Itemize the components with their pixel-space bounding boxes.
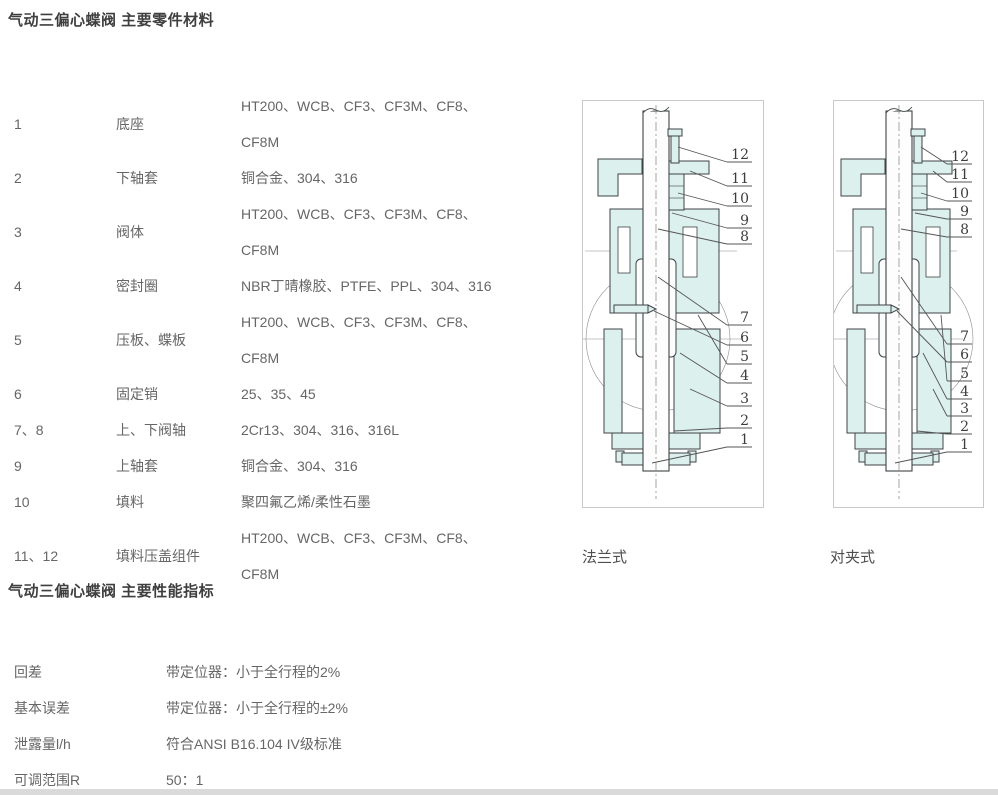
diagram-caption-flange: 法兰式 [582,549,628,566]
valve-cross-section: 12 11 10 98 7 6 5 4 3 2 1 [583,105,752,499]
bottom-divider [0,789,998,795]
part-callout-number: 6 [740,330,749,346]
part-name: 固定销 [116,386,158,402]
part-callout-number: 6 [960,347,969,363]
part-callout-number: 12 [731,147,749,163]
valve-cross-section: 12 11 10 9 8 7 6 5 43 2 1 [834,105,974,499]
table-row: 回差 带定位器：小于全行程的2% [0,654,560,690]
table-row: 10 填料 聚四氟乙烯/柔性石墨 [0,484,575,520]
table-row: 2 下轴套 铜合金、304、316 [0,160,575,196]
part-number: 1 [14,116,22,132]
part-callout-number: 1 [740,432,749,448]
spec-value: 带定位器：小于全行程的±2% [166,700,348,716]
part-callout-number: 8 [960,222,969,238]
table-row: 6 固定销 25、35、45 [0,376,575,412]
part-callout-number: 2 [740,413,749,429]
table-row: 泄露量l/h 符合ANSI B16.104 IV级标准 [0,726,560,762]
performance-table: 回差 带定位器：小于全行程的2% 基本误差 带定位器：小于全行程的±2% 泄露量l/h 符… [0,654,560,798]
part-material: HT200、WCB、CF3、CF3M、CF8、 CF8M [241,206,477,258]
table-row: 3 阀体 HT200、WCB、CF3、CF3M、CF8、 CF8M [0,196,575,268]
part-name: 密封圈 [116,278,158,294]
part-callout-number: 10 [731,191,749,207]
part-callout-number: 11 [731,171,749,187]
part-callout-number: 9 [740,213,749,229]
table-row: 11、12 填料压盖组件 HT200、WCB、CF3、CF3M、CF8、 CF8M [0,520,575,592]
part-material: 25、35、45 [241,386,316,402]
table-row: 4 密封圈 NBR丁晴橡胶、PTFE、PPL、304、316 [0,268,575,304]
part-callout-number: 3 [740,391,749,407]
part-name: 上、下阀轴 [116,422,186,438]
diagram-caption-wafer: 对夹式 [830,549,876,566]
part-callout-number: 1 [960,437,969,453]
table-row: 可调范围R 50：1 [0,762,560,798]
part-callout-number: 5 [740,349,749,365]
spec-name: 回差 [14,664,42,680]
part-material: NBR丁晴橡胶、PTFE、PPL、304、316 [241,278,492,294]
part-callout-number: 12 [951,149,969,165]
part-material: 铜合金、304、316 [241,170,358,186]
part-material: HT200、WCB、CF3、CF3M、CF8、 CF8M [241,530,477,582]
part-name: 下轴套 [116,170,158,186]
part-number: 9 [14,458,22,474]
section-title-performance: 气动三偏心蝶阀 主要性能指标 [8,583,215,600]
spec-name: 可调范围R [14,772,81,788]
table-row: 基本误差 带定位器：小于全行程的±2% [0,690,560,726]
table-row: 1 底座 HT200、WCB、CF3、CF3M、CF8、 CF8M [0,88,575,160]
part-number: 7、8 [14,422,44,438]
part-number: 5 [14,332,22,348]
part-callout-number: 5 [960,366,969,382]
section-title-materials: 气动三偏心蝶阀 主要零件材料 [8,12,215,29]
table-row: 5 压板、蝶板 HT200、WCB、CF3、CF3M、CF8、 CF8M [0,304,575,376]
part-material: HT200、WCB、CF3、CF3M、CF8、 CF8M [241,98,477,150]
part-number: 10 [14,494,30,510]
part-callout-number: 7 [960,329,969,345]
spec-value: 带定位器：小于全行程的2% [166,664,341,680]
part-number: 3 [14,224,22,240]
part-callout-number: 3 [960,401,969,417]
part-name: 压板、蝶板 [116,332,186,348]
part-callout-number: 4 [740,368,749,384]
part-callout-number: 11 [951,167,969,183]
part-number: 11、12 [14,548,59,564]
part-material: 2Cr13、304、316、316L [241,422,399,438]
part-number: 2 [14,170,22,186]
part-material: HT200、WCB、CF3、CF3M、CF8、 CF8M [241,314,477,366]
part-material: 铜合金、304、316 [241,458,358,474]
part-name: 填料 [116,494,144,510]
table-row: 7、8 上、下阀轴 2Cr13、304、316、316L [0,412,575,448]
part-number: 4 [14,278,22,294]
part-name: 上轴套 [116,458,158,474]
part-name: 阀体 [116,224,144,240]
table-row: 9 上轴套 铜合金、304、316 [0,448,575,484]
spec-value: 50：1 [166,772,204,788]
part-number: 6 [14,386,22,402]
part-callout-number: 2 [960,419,969,435]
part-callout-number: 7 [740,310,749,326]
part-name: 填料压盖组件 [116,548,200,564]
part-callout-number: 10 [951,186,969,202]
part-callout-number: 8 [740,229,749,245]
part-callout-number: 4 [960,384,969,400]
spec-value: 符合ANSI B16.104 IV级标准 [166,736,342,752]
spec-name: 基本误差 [14,700,70,716]
part-name: 底座 [116,116,144,132]
spec-name: 泄露量l/h [14,736,71,752]
part-material: 聚四氟乙烯/柔性石墨 [241,494,371,510]
part-callout-number: 9 [960,204,969,220]
